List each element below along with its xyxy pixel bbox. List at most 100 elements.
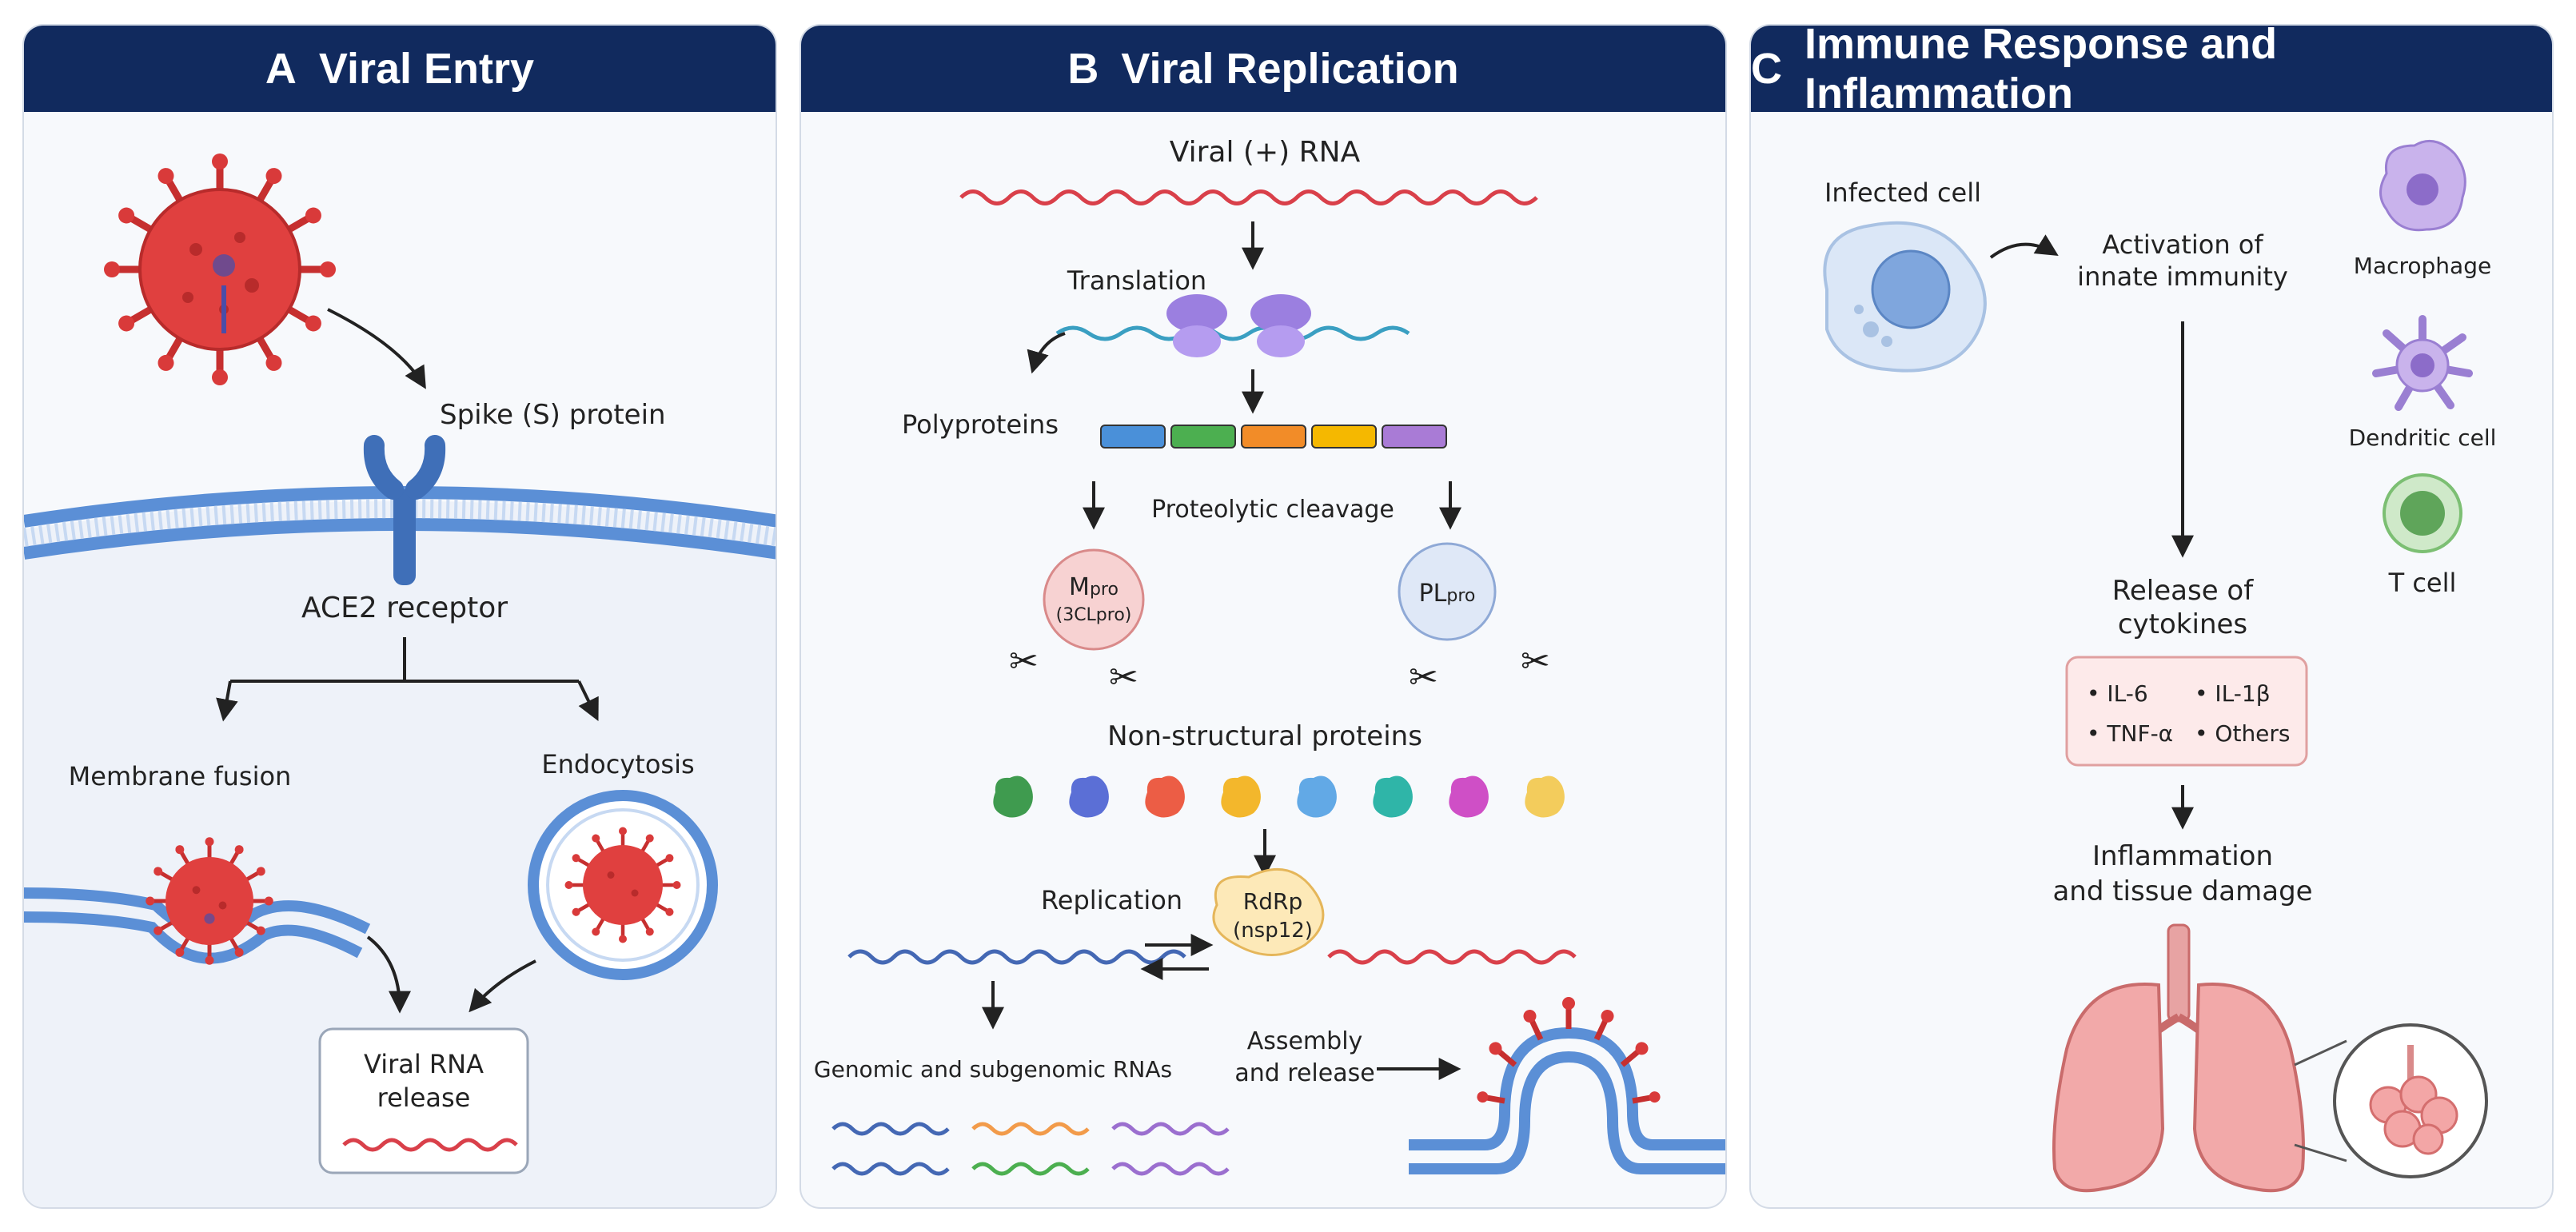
panel-a-letter: A (265, 45, 297, 93)
scissors-icon: ✂ (1409, 657, 1438, 698)
polyprotein-segment (1170, 425, 1236, 449)
panel-a-title: Viral Entry (318, 45, 535, 93)
svg-text:PLpro: PLpro (1419, 580, 1476, 608)
infected-cell-icon (1823, 221, 1987, 373)
endocytosis-label: Endocytosis (541, 749, 694, 779)
rna-strand (831, 1122, 950, 1136)
polyprotein-segment (1241, 425, 1306, 449)
scissors-icon: ✂ (1009, 641, 1039, 682)
plpro-sub: pro (1446, 586, 1475, 606)
panel-immune-response: C Immune Response and Inflammation Infec… (1749, 24, 2554, 1209)
release-line2: cytokines (2118, 608, 2247, 640)
panel-c-header: C Immune Response and Inflammation (1751, 26, 2552, 118)
rna-strand (1111, 1122, 1230, 1136)
viral-rna-strand (959, 189, 1538, 205)
rdrp-line1: RdRp (1243, 888, 1302, 915)
inflammation-line1: Inflammation (2092, 840, 2273, 872)
membrane-fusion-label: Membrane fusion (69, 761, 292, 791)
panel-c-diagram: Infected cell Activation of innate immun… (1823, 139, 2497, 1193)
polyprotein-segment (1382, 425, 1447, 449)
assembly-line2: and release (1234, 1059, 1374, 1087)
t-cell-icon (2383, 473, 2462, 553)
t-cell-label: T cell (2388, 568, 2457, 598)
ace2-receptor-label: ACE2 receptor (301, 592, 508, 624)
macrophage-label: Macrophage (2354, 253, 2491, 279)
panel-a-diagram: Spike (S) protein ACE2 receptor Membrane… (24, 26, 776, 1207)
release-line1: Viral RNA (364, 1049, 484, 1079)
nsp-protein (1069, 775, 1109, 818)
dendritic-cell-label: Dendritic cell (2349, 425, 2497, 451)
alveoli-magnifier-icon (2333, 1023, 2488, 1178)
activation-line1: Activation of (2102, 229, 2263, 260)
polyprotein-segment (1311, 425, 1377, 449)
scissors-icon: ✂ (1109, 657, 1138, 698)
release-line1: Release of (2112, 575, 2254, 607)
rna-strand (971, 1162, 1090, 1176)
budding-membrane (1409, 1027, 1725, 1174)
cytokine-item: • IL-6 (2087, 680, 2148, 707)
nsp-protein (1297, 775, 1337, 818)
infected-cell-label: Infected cell (1824, 177, 1981, 208)
rna-strand (1111, 1162, 1230, 1176)
plpro-main: PL (1419, 580, 1447, 608)
mpro-alt: (3CLpro) (1056, 605, 1132, 625)
positive-rna-strand (1327, 949, 1577, 965)
cytokine-item: • IL-1β (2195, 680, 2271, 707)
cytokines-box (2065, 656, 2308, 767)
mrna-strand (1055, 325, 1410, 341)
nsp-protein (1525, 775, 1565, 818)
panel-c-letter: C (1751, 45, 1782, 93)
panel-c-title: Immune Response and Inflammation (1804, 24, 2278, 118)
polyprotein-segment (1100, 425, 1166, 449)
negative-rna-strand (847, 949, 1186, 965)
endosome-icon (528, 790, 718, 980)
ribosome-icon (1166, 294, 1227, 357)
dendritic-cell-icon (2372, 315, 2473, 411)
spike-protein-label: Spike (S) protein (440, 399, 666, 431)
rna-strand (831, 1162, 950, 1176)
released-rna-strand (342, 1138, 518, 1152)
nsp-protein (1373, 775, 1413, 818)
nsp-protein (993, 775, 1033, 818)
inflammation-line2: and tissue damage (2052, 875, 2312, 907)
genomic-label: Genomic and subgenomic RNAs (814, 1056, 1172, 1082)
nsp-label: Non-structural proteins (1107, 720, 1422, 752)
translation-label: Translation (1067, 265, 1206, 296)
rna-strand (971, 1122, 1090, 1136)
panel-a-header: A Viral Entry (24, 26, 776, 112)
panel-b-header: B Viral Replication (801, 26, 1725, 112)
activation-line2: innate immunity (2077, 261, 2288, 292)
mpro-enzyme (1043, 548, 1145, 651)
rdrp-enzyme (1212, 867, 1325, 956)
scissors-icon: ✂ (1521, 641, 1550, 682)
plpro-enzyme (1398, 542, 1497, 641)
ace2-receptor-icon (363, 435, 446, 585)
fusing-virus-icon (146, 837, 273, 965)
mpro-sub: pro (1090, 580, 1119, 600)
panel-b-letter: B (1067, 45, 1099, 93)
polyproteins-label: Polyproteins (902, 409, 1059, 440)
cleavage-label: Proteolytic cleavage (1151, 496, 1394, 524)
rdrp-line2: (nsp12) (1233, 919, 1313, 943)
viral-rna-release-box (318, 1027, 529, 1174)
panel-b-diagram: Viral (+) RNA Translation Polyproteins P… (814, 136, 1725, 1176)
viral-rna-label: Viral (+) RNA (1170, 136, 1361, 169)
cytokine-item: • Others (2195, 720, 2291, 747)
svg-text:Mpro: Mpro (1069, 573, 1119, 601)
lungs-icon (2052, 923, 2305, 1193)
nsp-row (993, 775, 1565, 818)
nsp-protein (1221, 775, 1261, 818)
polyprotein-bar (1100, 425, 1447, 449)
virus-icon (104, 154, 336, 385)
panel-viral-entry: A Viral Entry (22, 24, 777, 1209)
budding-virion-spikes (1477, 997, 1661, 1104)
mpro-main: M (1069, 573, 1090, 601)
subgenomic-rnas (831, 1122, 1230, 1176)
macrophage-icon (2379, 139, 2466, 232)
cytokine-item: • TNF-α (2087, 720, 2173, 747)
ribosome-icon (1250, 294, 1311, 357)
release-line2: release (377, 1082, 471, 1113)
nsp-protein (1449, 775, 1489, 818)
panel-viral-replication: B Viral Replication Viral (+) RNA Transl… (800, 24, 1727, 1209)
panel-b-title: Viral Replication (1121, 45, 1459, 93)
